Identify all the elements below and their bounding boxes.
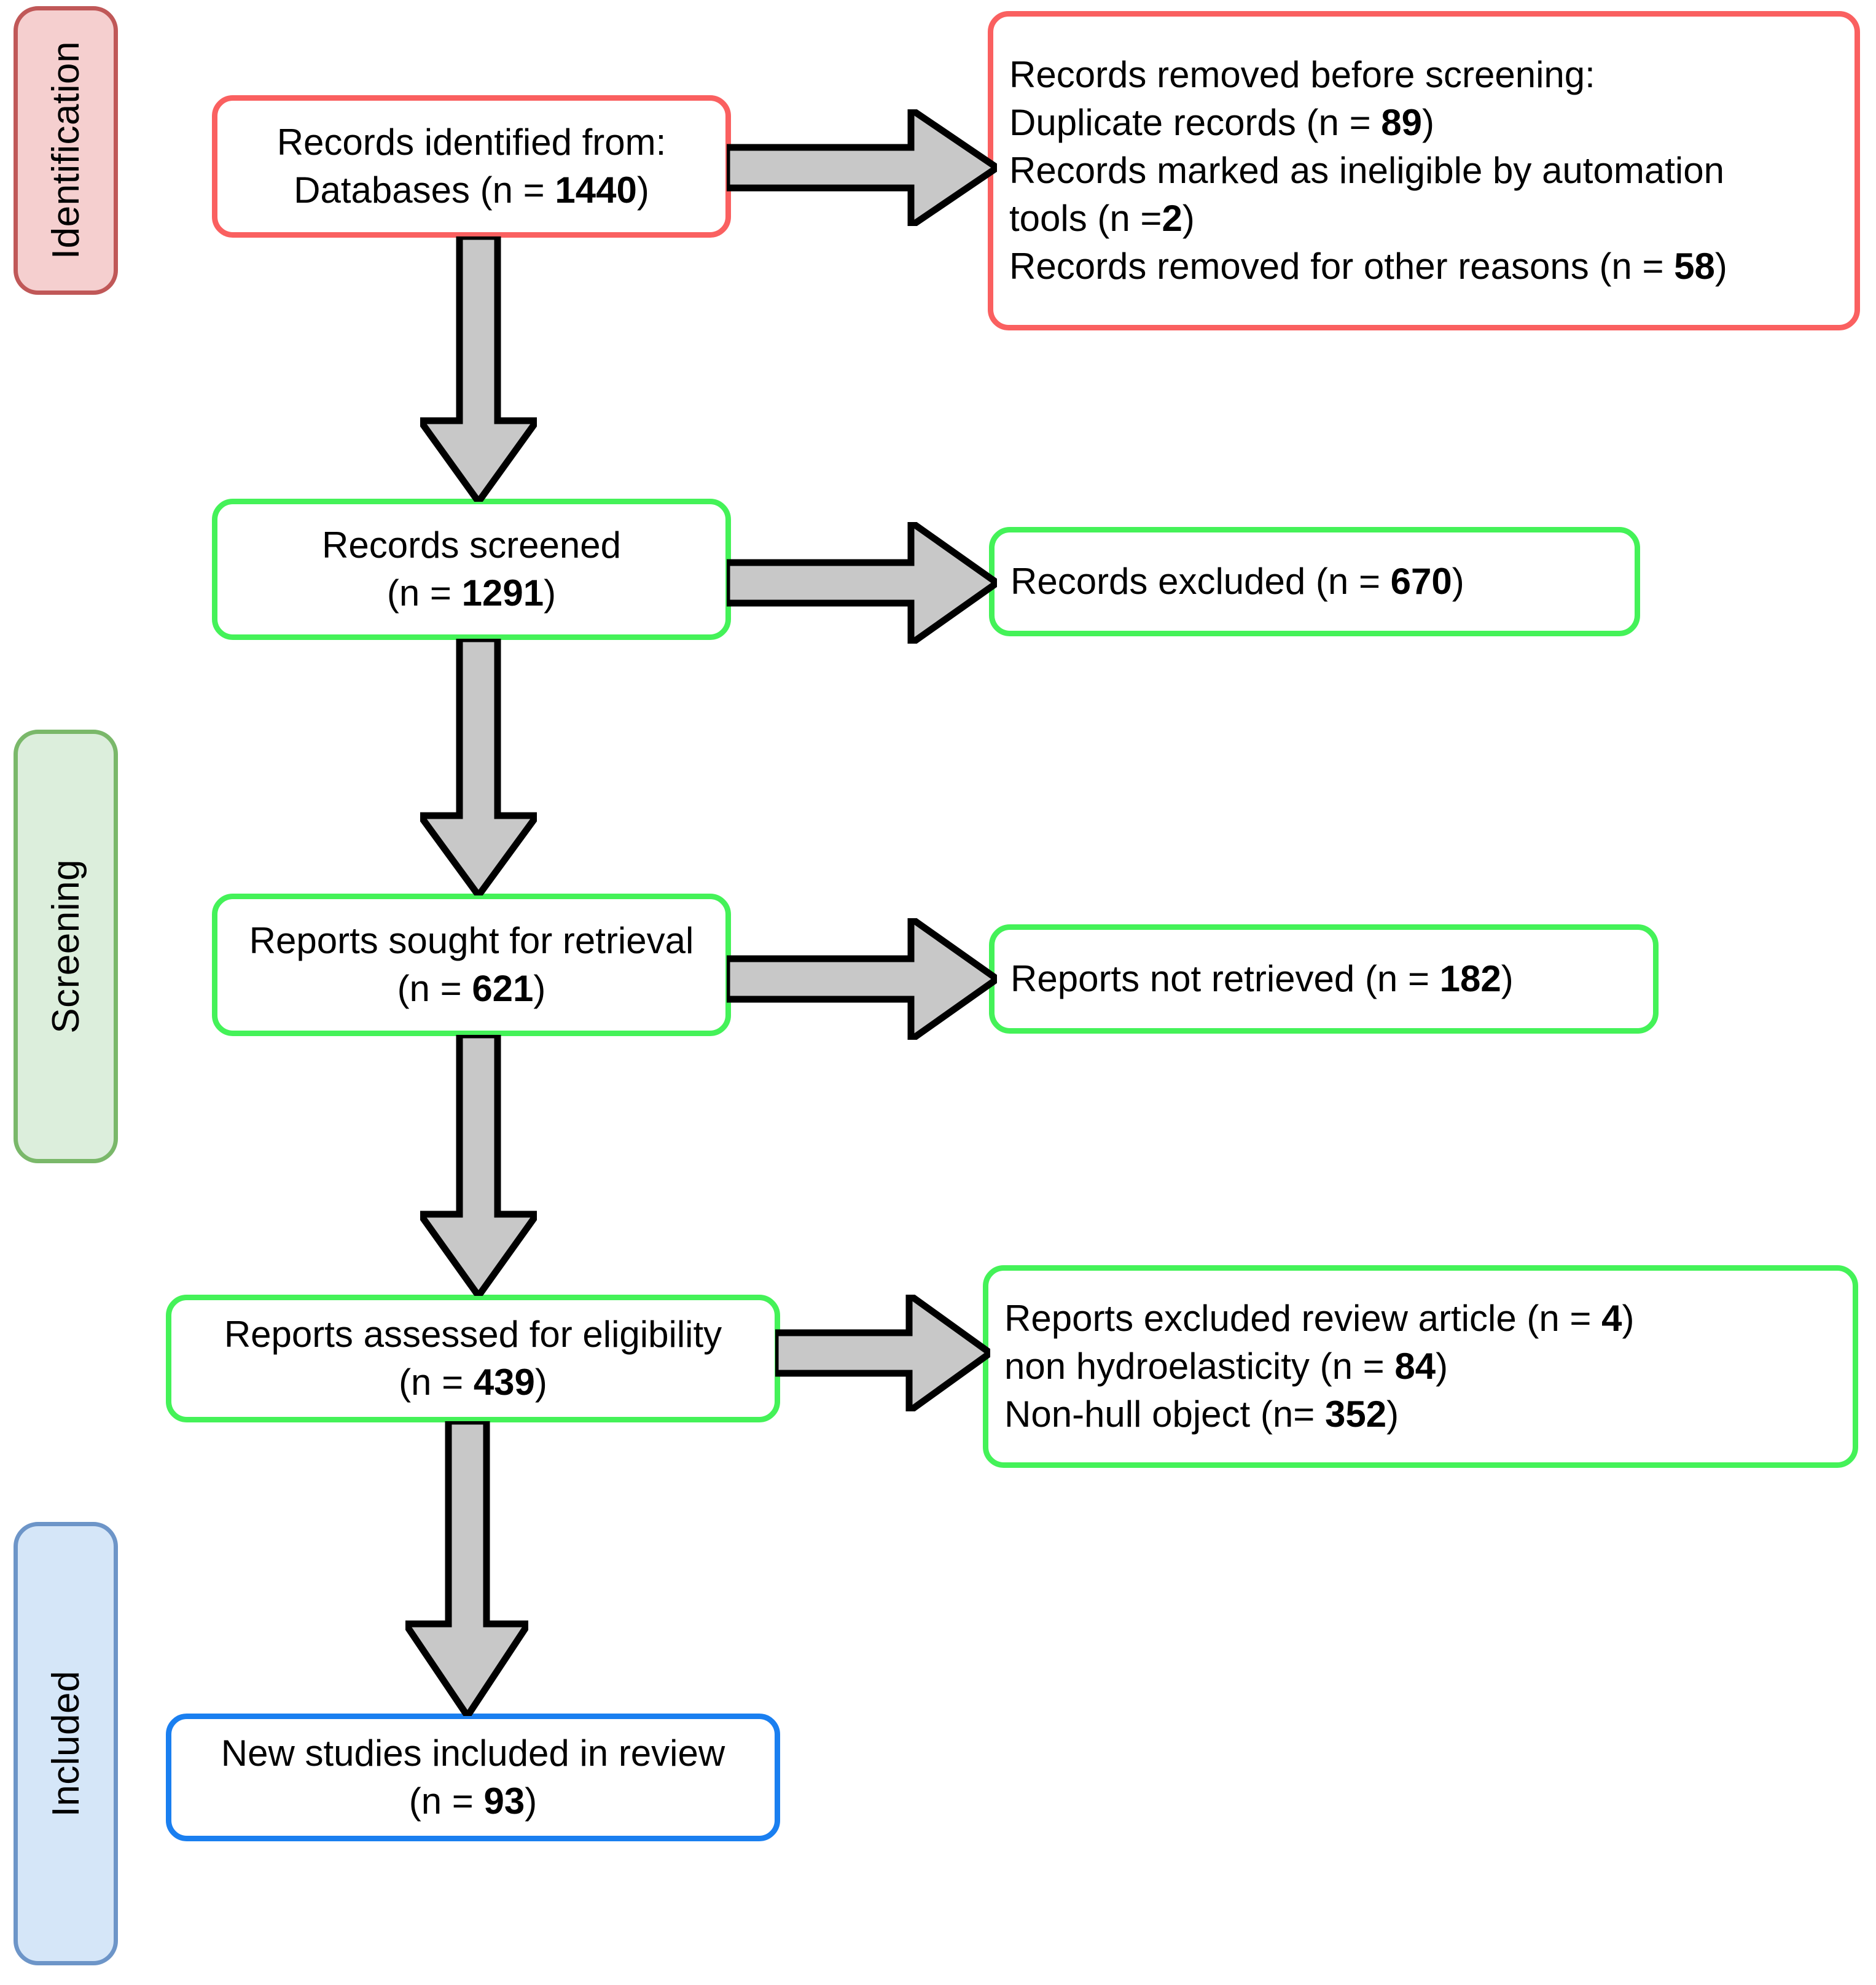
box-records-excluded: Records excluded (n = 670): [989, 527, 1640, 636]
arrow-down-screened-to-sought: [420, 639, 537, 895]
records-screened-label: Records screened: [322, 525, 621, 566]
reports-assessed-count-line: (n = 439): [171, 1359, 775, 1406]
reports-not-retrieved-suffix: ): [1501, 958, 1514, 999]
reports-assessed-label: Reports assessed for eligibility: [224, 1314, 722, 1355]
records-removed-heading: Records removed before screening:: [1009, 54, 1595, 95]
review-article-count: 4: [1601, 1298, 1622, 1339]
box-reports-assessed: Reports assessed for eligibility (n = 43…: [166, 1295, 780, 1422]
new-studies-count: 93: [483, 1780, 525, 1822]
reports-not-retrieved-prefix: Reports not retrieved (n =: [1010, 958, 1440, 999]
arrow-down-assessed-to-included: [405, 1421, 528, 1716]
databases-prefix: Databases (n =: [294, 170, 555, 211]
non-hydroelasticity-count: 84: [1394, 1346, 1436, 1387]
arrow-right-identified-to-removed: [727, 109, 997, 226]
box-reports-excluded-reasons: Reports excluded review article (n = 4) …: [983, 1265, 1858, 1468]
arrow-down-sought-to-assessed: [420, 1035, 537, 1296]
stage-band-included-label: Included: [44, 1670, 87, 1817]
reports-sought-suffix: ): [533, 968, 546, 1009]
reports-sought-count: 621: [472, 968, 534, 1009]
stage-band-screening: Screening: [14, 730, 118, 1163]
reports-assessed-suffix: ): [534, 1362, 547, 1403]
non-hydroelasticity-line: non hydroelasticity (n = 84): [1004, 1343, 1843, 1390]
box-records-identified: Records identified from: Databases (n = …: [212, 95, 731, 238]
other-reasons-line: Records removed for other reasons (n = 5…: [1009, 243, 1845, 291]
stage-band-identification-label: Identification: [44, 41, 87, 260]
reports-sought-count-line: (n = 621): [217, 965, 725, 1013]
databases-suffix: ): [636, 170, 649, 211]
non-hydroelasticity-prefix: non hydroelasticity (n =: [1004, 1346, 1395, 1387]
ineligible-automation-line: Records marked as ineligible by automati…: [1009, 150, 1724, 191]
stage-band-screening-label: Screening: [44, 859, 87, 1034]
non-hull-object-line: Non-hull object (n= 352): [1004, 1390, 1843, 1438]
other-reasons-count: 58: [1674, 246, 1715, 287]
reports-sought-label: Reports sought for retrieval: [249, 920, 694, 961]
stage-band-included: Included: [14, 1522, 118, 1965]
records-screened-suffix: ): [544, 572, 557, 614]
stage-band-identification: Identification: [14, 6, 118, 295]
box-reports-not-retrieved: Reports not retrieved (n = 182): [989, 924, 1659, 1034]
records-excluded-suffix: ): [1452, 561, 1464, 602]
databases-count: 1440: [555, 170, 637, 211]
automation-tools-count: 2: [1162, 198, 1182, 239]
box-records-removed: Records removed before screening: Duplic…: [988, 11, 1860, 330]
arrow-right-sought-to-not-retrieved: [727, 918, 997, 1040]
duplicate-records-suffix: ): [1422, 102, 1435, 143]
new-studies-prefix: (n =: [408, 1780, 484, 1822]
automation-tools-prefix: tools (n =: [1009, 198, 1162, 239]
reports-assessed-prefix: (n =: [399, 1362, 474, 1403]
records-excluded-prefix: Records excluded (n =: [1010, 561, 1391, 602]
other-reasons-suffix: ): [1714, 246, 1727, 287]
reports-assessed-count: 439: [473, 1362, 535, 1403]
arrow-right-assessed-to-excluded-reasons: [775, 1295, 990, 1411]
non-hydroelasticity-suffix: ): [1436, 1346, 1448, 1387]
non-hull-object-prefix: Non-hull object (n=: [1004, 1394, 1325, 1435]
non-hull-object-suffix: ): [1386, 1394, 1399, 1435]
review-article-prefix: Reports excluded review article (n =: [1004, 1298, 1602, 1339]
non-hull-object-count: 352: [1324, 1394, 1387, 1435]
records-excluded-line: Records excluded (n = 670): [1010, 558, 1625, 606]
arrow-down-identified-to-screened: [420, 236, 537, 502]
box-records-identified-line2: Databases (n = 1440): [217, 166, 725, 214]
duplicate-records-line: Duplicate records (n = 89): [1009, 99, 1845, 147]
duplicate-records-prefix: Duplicate records (n =: [1009, 102, 1382, 143]
records-excluded-count: 670: [1390, 561, 1452, 602]
new-studies-label: New studies included in review: [221, 1733, 725, 1774]
box-records-identified-line1: Records identified from:: [276, 122, 666, 163]
review-article-suffix: ): [1622, 1298, 1635, 1339]
records-screened-prefix: (n =: [386, 572, 462, 614]
records-screened-count: 1291: [461, 572, 544, 614]
duplicate-records-count: 89: [1381, 102, 1423, 143]
automation-tools-line: tools (n =2): [1009, 195, 1845, 243]
box-records-screened: Records screened (n = 1291): [212, 499, 731, 640]
reports-sought-prefix: (n =: [397, 968, 472, 1009]
reports-not-retrieved-count: 182: [1439, 958, 1501, 999]
new-studies-count-line: (n = 93): [171, 1777, 775, 1825]
records-screened-count-line: (n = 1291): [217, 569, 725, 617]
review-article-line: Reports excluded review article (n = 4): [1004, 1295, 1843, 1343]
new-studies-suffix: ): [525, 1780, 537, 1822]
box-reports-sought: Reports sought for retrieval (n = 621): [212, 894, 731, 1036]
box-new-studies-included: New studies included in review (n = 93): [166, 1714, 780, 1841]
arrow-right-screened-to-excluded: [727, 522, 997, 644]
automation-tools-suffix: ): [1182, 198, 1195, 239]
other-reasons-prefix: Records removed for other reasons (n =: [1009, 246, 1675, 287]
reports-not-retrieved-line: Reports not retrieved (n = 182): [1010, 955, 1643, 1003]
